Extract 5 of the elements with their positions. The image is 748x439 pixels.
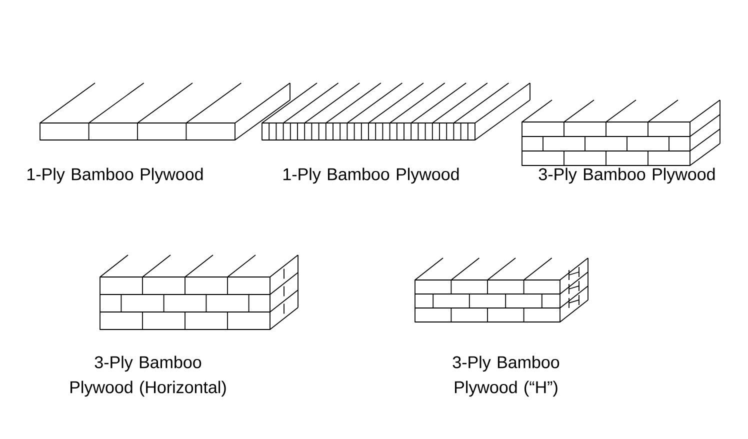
caption: 3-Ply Bamboo Plywood [538,168,715,184]
caption: 1-Ply Bamboo Plywood [28,168,203,184]
caption: 3-Ply Bamboo Plywood (Horizontal) [70,356,226,397]
caption: 1-Ply Bamboo Plywood [283,168,459,184]
caption: 3-Ply Bamboo Plywood (“H”) [452,356,560,397]
